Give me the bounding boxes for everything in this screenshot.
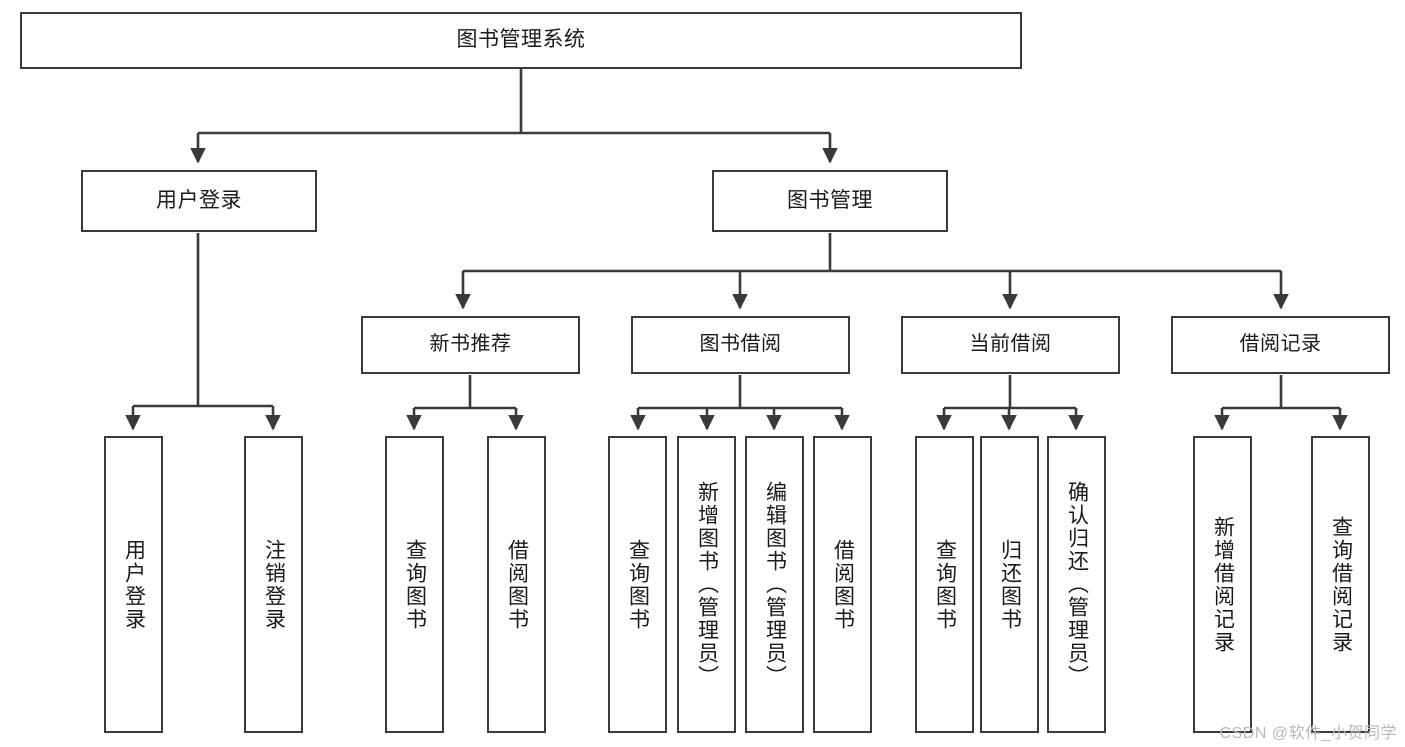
leaf-return-book[interactable]: 归还图书 bbox=[980, 436, 1039, 733]
node-label: 查询借阅记录 bbox=[1329, 515, 1353, 654]
leaf-add-borrow-record[interactable]: 新增借阅记录 bbox=[1193, 436, 1252, 733]
node-label: 用户登录 bbox=[156, 188, 242, 212]
node-label: 借阅记录 bbox=[1239, 333, 1322, 356]
node-label: 图书管理 bbox=[787, 188, 873, 212]
node-label: 查询图书 bbox=[626, 538, 650, 631]
leaf-query-book-recommend[interactable]: 查询图书 bbox=[385, 436, 444, 733]
node-label: 查询图书 bbox=[403, 538, 427, 631]
node-label: 归还图书 bbox=[998, 538, 1022, 631]
node-label: 查询图书 bbox=[933, 538, 957, 631]
node-label: 注销登录 bbox=[262, 538, 286, 631]
node-book-management[interactable]: 图书管理 bbox=[712, 170, 948, 232]
node-user-login[interactable]: 用户登录 bbox=[81, 170, 317, 232]
node-label: 新增借阅记录 bbox=[1211, 515, 1235, 654]
leaf-edit-book-admin[interactable]: 编辑图书（管理员） bbox=[745, 436, 804, 733]
node-label: 确认归还（管理员） bbox=[1065, 481, 1089, 688]
leaf-borrow-book-recommend[interactable]: 借阅图书 bbox=[487, 436, 546, 733]
leaf-add-book-admin[interactable]: 新增图书（管理员） bbox=[677, 436, 736, 733]
node-borrow-record[interactable]: 借阅记录 bbox=[1171, 316, 1390, 374]
node-new-book-recommend[interactable]: 新书推荐 bbox=[361, 316, 580, 374]
leaf-query-book-borrow[interactable]: 查询图书 bbox=[608, 436, 667, 733]
node-current-borrow[interactable]: 当前借阅 bbox=[901, 316, 1120, 374]
node-label: 借阅图书 bbox=[831, 538, 855, 631]
leaf-query-borrow-record[interactable]: 查询借阅记录 bbox=[1311, 436, 1370, 733]
node-label: 当前借阅 bbox=[969, 333, 1052, 356]
node-label: 编辑图书（管理员） bbox=[763, 481, 787, 688]
node-label: 借阅图书 bbox=[505, 538, 529, 631]
leaf-confirm-return-admin[interactable]: 确认归还（管理员） bbox=[1047, 436, 1106, 733]
csdn-watermark: CSDN @软件_小贺同学 bbox=[1219, 725, 1397, 742]
node-label: 图书管理系统 bbox=[456, 28, 586, 52]
node-label: 图书借阅 bbox=[699, 333, 782, 356]
leaf-user-login[interactable]: 用户登录 bbox=[104, 436, 163, 733]
leaf-logout-login[interactable]: 注销登录 bbox=[244, 436, 303, 733]
node-label: 用户登录 bbox=[122, 538, 146, 631]
leaf-query-book-current[interactable]: 查询图书 bbox=[915, 436, 974, 733]
node-label: 新增图书（管理员） bbox=[695, 481, 719, 688]
node-root-book-management-system[interactable]: 图书管理系统 bbox=[20, 12, 1022, 69]
node-label: 新书推荐 bbox=[429, 333, 512, 356]
node-book-borrow[interactable]: 图书借阅 bbox=[631, 316, 850, 374]
leaf-borrow-book-borrow[interactable]: 借阅图书 bbox=[813, 436, 872, 733]
